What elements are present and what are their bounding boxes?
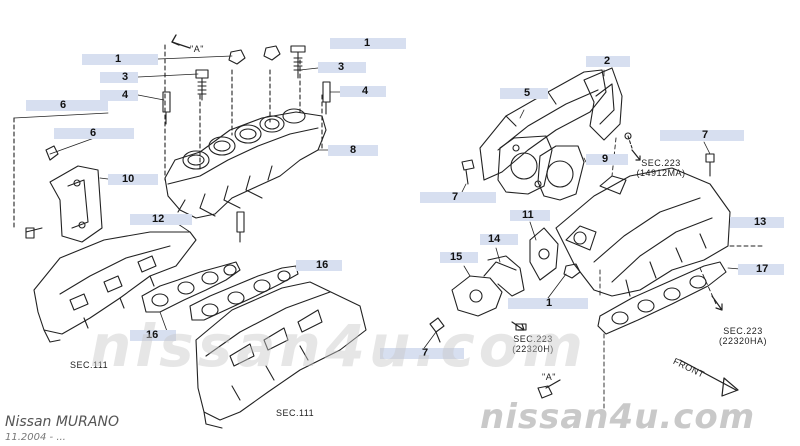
- callout-label: 1: [364, 37, 371, 49]
- callout-label: 6: [60, 99, 67, 111]
- throttle-bracket-drawing: [451, 227, 581, 317]
- callout-label: 7: [702, 129, 709, 141]
- guide-lines-right: [599, 137, 763, 411]
- callout-label: 2: [604, 55, 611, 67]
- production-date-range: 11.2004 - ...: [5, 432, 66, 443]
- callout-1[interactable]: 1: [82, 54, 158, 65]
- callout-7[interactable]: 7: [380, 348, 464, 359]
- callout-label: 16: [146, 329, 159, 341]
- callout-label: 12: [152, 213, 165, 225]
- gasket-9-drawing: [537, 145, 585, 201]
- callout-9[interactable]: 9: [586, 154, 628, 165]
- callout-label: 1: [546, 297, 553, 309]
- watermark: nissan4u.com: [480, 397, 756, 437]
- manifold-gasket-right-drawing: [597, 261, 727, 335]
- upper-collector-drawing: [162, 34, 331, 243]
- callout-1[interactable]: 1: [508, 298, 588, 309]
- callout-4[interactable]: 4: [100, 90, 138, 101]
- callout-4[interactable]: 4: [340, 86, 386, 97]
- callout-label: 14: [488, 233, 501, 245]
- bracket-drawing: [13, 117, 103, 243]
- view-a-label-bottom: "A": [542, 372, 556, 382]
- vehicle-model: Nissan MURANO: [5, 414, 119, 430]
- callout-15[interactable]: 15: [440, 252, 478, 263]
- callout-17[interactable]: 17: [738, 264, 784, 275]
- throttle-gasket-drawing: [497, 135, 553, 195]
- direction-arrows: [511, 149, 739, 397]
- callout-10[interactable]: 10: [108, 174, 158, 185]
- callout-label: 9: [602, 153, 609, 165]
- sec-ref-111-bottom[interactable]: SEC.111: [276, 408, 315, 418]
- callout-14[interactable]: 14: [480, 234, 518, 245]
- watermark-faint: nissan4u.com: [90, 312, 587, 380]
- cylinder-head-right-drawing: [195, 281, 367, 429]
- callout-label: 11: [522, 209, 534, 221]
- intake-manifold-drawing: [555, 167, 731, 297]
- callout-12[interactable]: 12: [130, 214, 192, 225]
- cylinder-head-left-drawing: [33, 231, 197, 343]
- intake-gasket-left-2-drawing: [189, 265, 299, 321]
- sec-ref-line1: SEC.223: [641, 158, 681, 168]
- callout-label: 13: [754, 216, 767, 228]
- callout-13[interactable]: 13: [730, 217, 784, 228]
- intake-gasket-left-drawing: [141, 261, 241, 313]
- callout-8[interactable]: 8: [328, 145, 378, 156]
- sec-ref-111-left[interactable]: SEC.111: [70, 360, 109, 370]
- callout-2[interactable]: 2: [586, 56, 630, 67]
- callout-7[interactable]: 7: [420, 192, 496, 203]
- callout-label: 4: [362, 85, 369, 97]
- callout-6[interactable]: 6: [54, 128, 134, 139]
- callout-label: 17: [756, 263, 769, 275]
- callout-1[interactable]: 1: [330, 38, 406, 49]
- callout-11[interactable]: 11: [510, 210, 550, 221]
- callout-3[interactable]: 3: [100, 72, 138, 83]
- sec-ref-line2: (22320H): [512, 344, 554, 354]
- sec-ref-line2: (14912MA): [636, 168, 686, 178]
- view-a-label-top: "A": [190, 44, 204, 54]
- callout-7[interactable]: 7: [660, 130, 744, 141]
- callout-5[interactable]: 5: [500, 88, 548, 99]
- callout-label: 7: [452, 191, 459, 203]
- sec-ref-22320ha[interactable]: SEC.223 (22320HA): [706, 326, 780, 346]
- callout-label: 3: [122, 71, 129, 83]
- sec-ref-line2: (22320HA): [718, 336, 768, 346]
- callout-label: 5: [524, 87, 531, 99]
- callout-label: 8: [350, 144, 357, 156]
- sec-ref-line1: SEC.223: [513, 334, 553, 344]
- callout-label: 4: [122, 89, 129, 101]
- sec-ref-22320h[interactable]: SEC.223 (22320H): [500, 334, 566, 354]
- callout-6[interactable]: 6: [26, 100, 108, 111]
- callout-label: 16: [316, 259, 329, 271]
- duct-gasket-drawing: [583, 67, 633, 149]
- callout-label: 1: [115, 53, 122, 65]
- bolts-right-drawing: [429, 153, 715, 399]
- sec-ref-14912ma[interactable]: SEC.223 (14912MA): [626, 158, 696, 178]
- callout-16[interactable]: 16: [296, 260, 342, 271]
- callout-label: 6: [90, 127, 97, 139]
- callout-label: 7: [422, 347, 429, 359]
- callout-3[interactable]: 3: [318, 62, 366, 73]
- sec-ref-line1: SEC.223: [723, 326, 763, 336]
- callout-label: 15: [450, 251, 463, 263]
- callout-16[interactable]: 16: [130, 330, 176, 341]
- callout-label: 10: [122, 173, 135, 185]
- callout-label: 3: [338, 61, 345, 73]
